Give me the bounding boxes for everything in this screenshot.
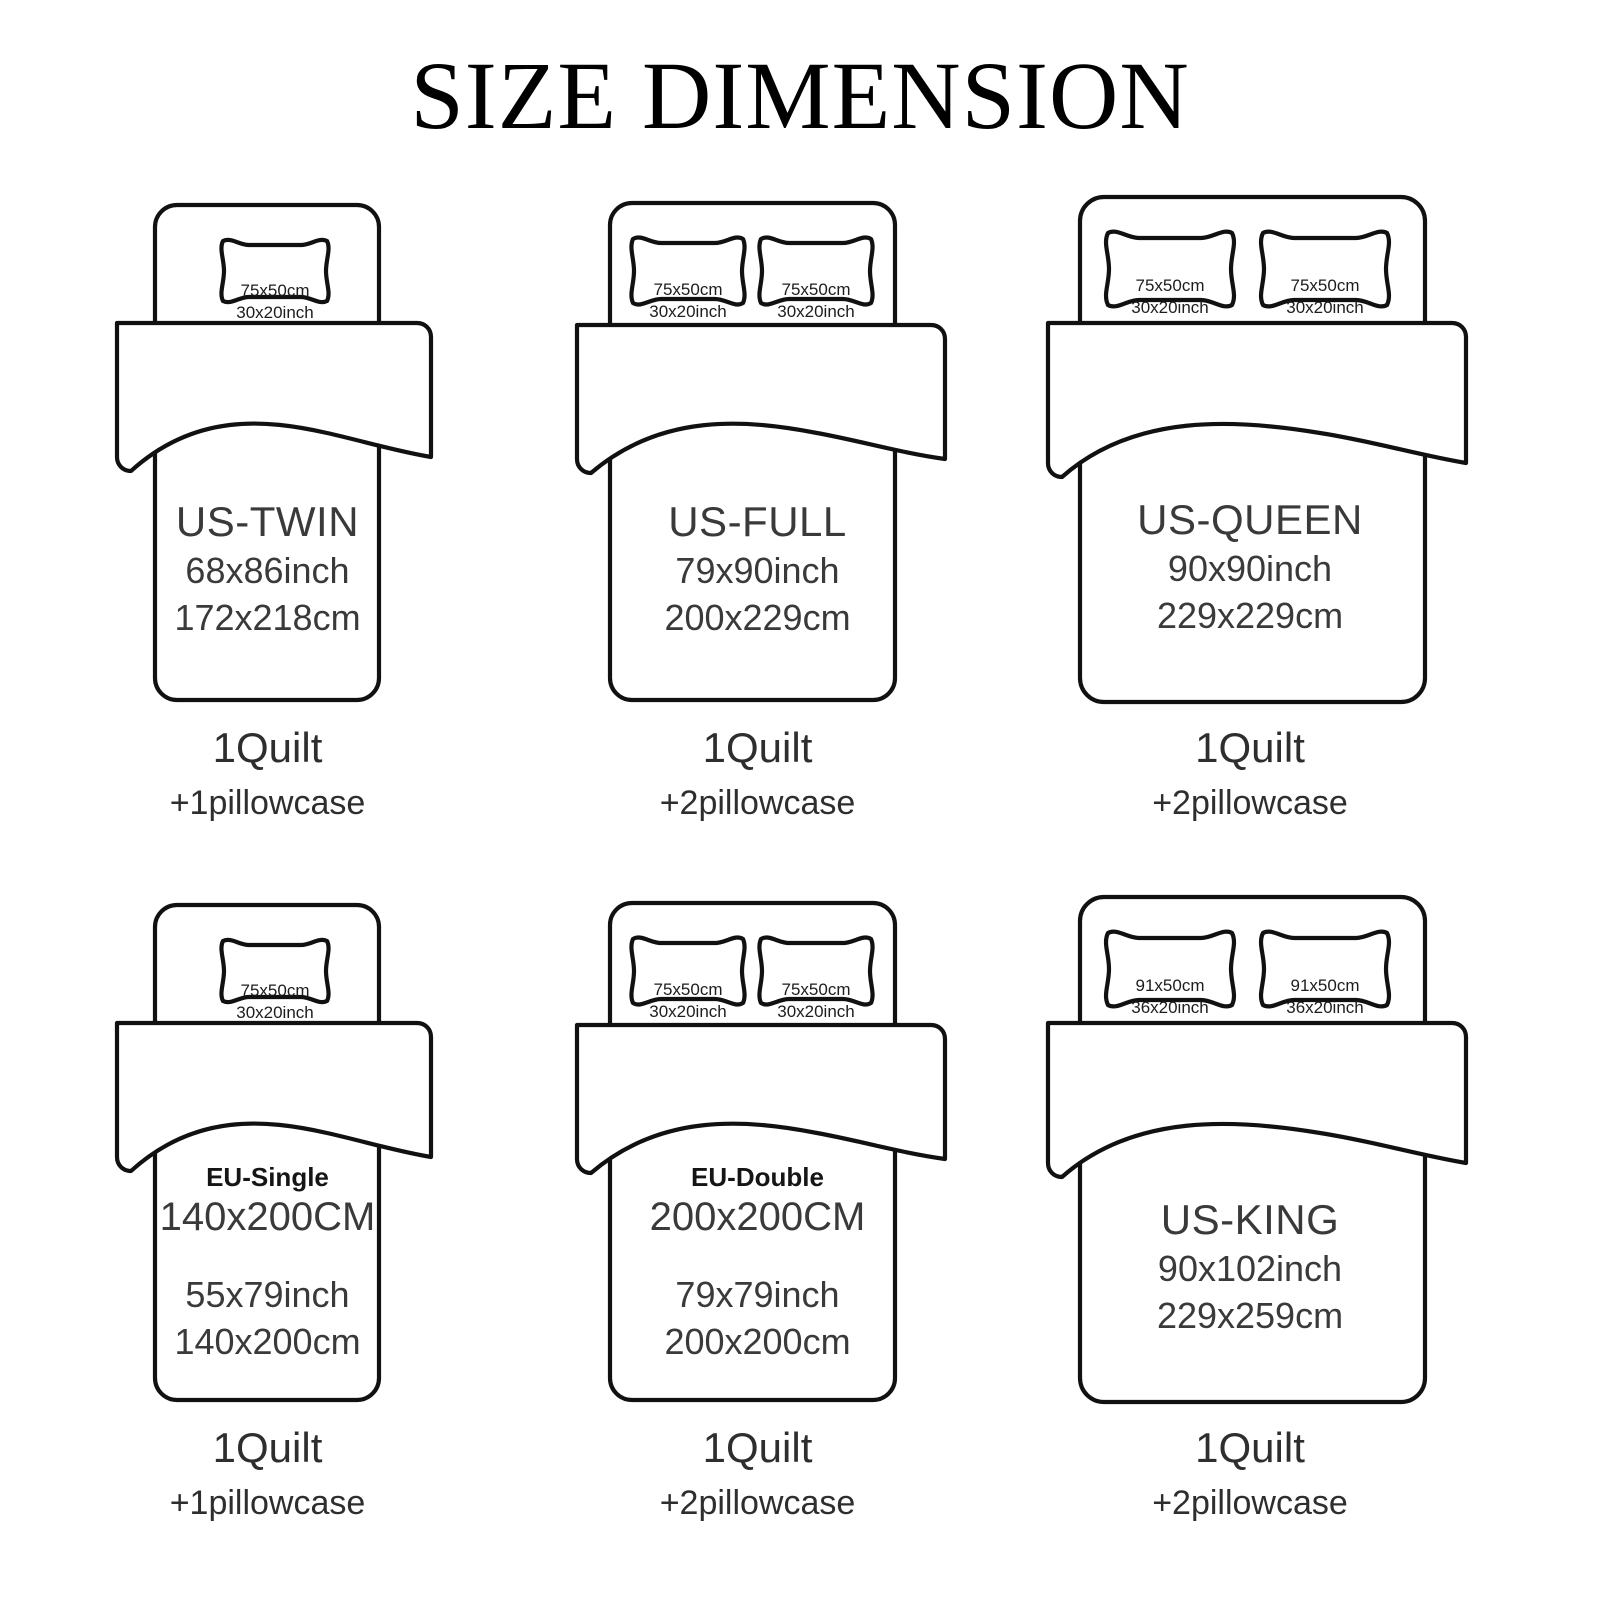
duvet-fold — [114, 320, 434, 474]
caption-quilt: 1Quilt — [1195, 724, 1305, 771]
bed-caption-us-full: 1Quilt +2pillowcase — [565, 723, 950, 825]
caption-pillowcase: +2pillowcase — [659, 783, 856, 822]
bed-diagram-us-twin: 75x50cm 30x20inch US-TWIN 68x86inch 172x… — [95, 175, 440, 705]
pillow-shape — [1103, 929, 1237, 1009]
pillow-shape — [1258, 229, 1392, 309]
caption-pillowcase: +2pillowcase — [659, 1483, 856, 1522]
bed-diagram-eu-single: 75x50cm 30x20inch EU-Single 140x200CM 55… — [95, 875, 440, 1405]
bed-outline-svg-eu-single — [114, 902, 434, 1403]
pillow-shape — [757, 935, 875, 1007]
bed-row-1: 75x50cm 30x20inch US-TWIN 68x86inch 172x… — [0, 175, 1600, 875]
pillow-shape — [629, 235, 747, 307]
duvet-fold — [114, 1020, 434, 1174]
bed-cell-us-queen: 75x50cm 30x20inch 75x50cm 30x20inch US-Q… — [1030, 175, 1470, 822]
bed-caption-us-queen: 1Quilt +2pillowcase — [1030, 723, 1470, 825]
bed-diagram-us-king: 91x50cm 36x20inch 91x50cm 36x20inch US-K… — [1030, 875, 1470, 1405]
bed-cell-eu-single: 75x50cm 30x20inch EU-Single 140x200CM 55… — [95, 875, 440, 1522]
caption-quilt: 1Quilt — [702, 724, 813, 771]
bed-diagram-us-full: 75x50cm 30x20inch 75x50cm 30x20inch US-F… — [565, 175, 950, 705]
pillow-shape — [757, 235, 875, 307]
bed-diagram-us-queen: 75x50cm 30x20inch 75x50cm 30x20inch US-Q… — [1030, 175, 1470, 705]
duvet-fold — [574, 322, 948, 476]
duvet-fold — [1045, 320, 1469, 480]
pillow-shape — [629, 935, 747, 1007]
bed-caption-eu-double: 1Quilt +2pillowcase — [565, 1423, 950, 1525]
caption-pillowcase: +1pillowcase — [169, 783, 366, 822]
caption-pillowcase: +2pillowcase — [1152, 1483, 1348, 1522]
caption-quilt: 1Quilt — [1195, 1424, 1305, 1471]
bed-cell-us-full: 75x50cm 30x20inch 75x50cm 30x20inch US-F… — [565, 175, 950, 822]
bed-outline-svg-eu-double — [574, 900, 948, 1403]
caption-pillowcase: +2pillowcase — [1152, 783, 1348, 822]
bed-cell-us-twin: 75x50cm 30x20inch US-TWIN 68x86inch 172x… — [95, 175, 440, 822]
bed-diagram-eu-double: 75x50cm 30x20inch 75x50cm 30x20inch EU-D… — [565, 875, 950, 1405]
bed-outline-svg-us-king — [1045, 894, 1469, 1405]
page-title: SIZE DIMENSION — [410, 42, 1190, 149]
pillow-shape — [1103, 229, 1237, 309]
caption-quilt: 1Quilt — [212, 1424, 323, 1471]
caption-quilt: 1Quilt — [702, 1424, 813, 1471]
bed-caption-us-king: 1Quilt +2pillowcase — [1030, 1423, 1470, 1525]
bed-outline-svg-us-twin — [114, 202, 434, 703]
bed-size-grid: 75x50cm 30x20inch US-TWIN 68x86inch 172x… — [0, 175, 1600, 1575]
pillow-shape — [219, 237, 331, 305]
bed-cell-eu-double: 75x50cm 30x20inch 75x50cm 30x20inch EU-D… — [565, 875, 950, 1522]
bed-outline-svg-us-full — [574, 200, 948, 703]
pillow-shape — [1258, 929, 1392, 1009]
bed-caption-us-twin: 1Quilt +1pillowcase — [95, 723, 440, 825]
bed-cell-us-king: 91x50cm 36x20inch 91x50cm 36x20inch US-K… — [1030, 875, 1470, 1522]
bed-row-2: 75x50cm 30x20inch EU-Single 140x200CM 55… — [0, 875, 1600, 1575]
caption-quilt: 1Quilt — [212, 724, 323, 771]
duvet-fold — [1045, 1020, 1469, 1180]
duvet-fold — [574, 1022, 948, 1176]
caption-pillowcase: +1pillowcase — [169, 1483, 366, 1522]
bed-outline-svg-us-queen — [1045, 194, 1469, 705]
bed-caption-eu-single: 1Quilt +1pillowcase — [95, 1423, 440, 1525]
pillow-shape — [219, 937, 331, 1005]
